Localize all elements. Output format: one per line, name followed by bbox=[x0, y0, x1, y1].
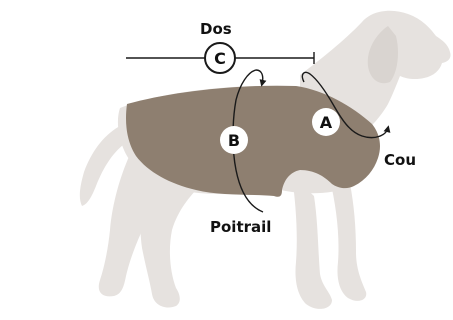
label-back: Dos bbox=[200, 20, 232, 38]
dog-front-leg-far bbox=[330, 180, 366, 301]
marker-c-letter: C bbox=[214, 49, 226, 68]
label-neck: Cou bbox=[384, 151, 416, 169]
label-chest: Poitrail bbox=[210, 218, 271, 236]
marker-c: C bbox=[205, 43, 235, 73]
marker-a-letter: A bbox=[320, 113, 333, 132]
marker-b: B bbox=[220, 126, 248, 154]
marker-b-letter: B bbox=[228, 131, 240, 150]
marker-a: A bbox=[312, 108, 340, 136]
dog-front-leg-near bbox=[292, 176, 332, 309]
